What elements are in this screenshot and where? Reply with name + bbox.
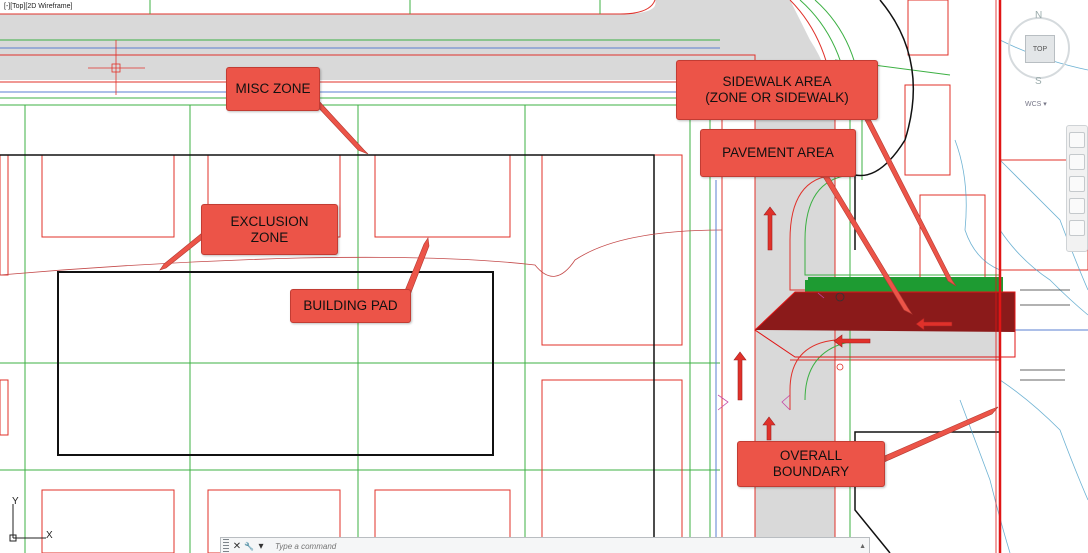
callout-building-pad: BUILDING PAD: [290, 289, 411, 323]
viewcube[interactable]: N TOP S WCS ▾: [1005, 0, 1088, 120]
viewcube-top-face[interactable]: TOP: [1025, 35, 1055, 63]
callout-pavement-area: PAVEMENT AREA: [700, 129, 856, 177]
compass-north[interactable]: N: [1035, 10, 1043, 21]
pavement-highlight: [755, 292, 1015, 332]
viewport-label[interactable]: [-][Top][2D Wireframe]: [2, 3, 75, 10]
callout-overall-boundary: OVERALL BOUNDARY: [737, 441, 885, 487]
ucs-y-label: Y: [12, 496, 19, 507]
callout-label: BUILDING PAD: [303, 298, 398, 313]
close-icon[interactable]: ✕: [232, 540, 242, 552]
callout-label: SIDEWALK AREA (ZONE OR SIDEWALK): [705, 74, 849, 105]
building-outlines: [0, 0, 1000, 553]
crosshair-cursor: [88, 40, 145, 95]
command-input[interactable]: [273, 540, 837, 552]
callout-label: OVERALL BOUNDARY: [772, 448, 850, 479]
callout-misc-zone: MISC ZONE: [226, 67, 320, 111]
viewcube-compass-ring: [1008, 17, 1070, 79]
steering-wheel-icon[interactable]: [1069, 132, 1085, 148]
ucs-icon: Y X: [8, 496, 58, 544]
ucs-x-label: X: [46, 530, 53, 541]
showmotion-icon[interactable]: [1069, 220, 1085, 236]
callout-exclusion-zone: EXCLUSION ZONE: [201, 204, 338, 255]
expand-history-icon[interactable]: ▲: [859, 542, 866, 550]
road-direction-arrows: [733, 206, 953, 441]
wrench-icon[interactable]: 🔧: [244, 541, 254, 551]
grid-lines: [0, 0, 1000, 553]
pan-icon[interactable]: [1069, 154, 1085, 170]
zoom-extents-icon[interactable]: [1069, 176, 1085, 192]
callout-leaders: [159, 99, 999, 464]
callout-sidewalk-area: SIDEWALK AREA (ZONE OR SIDEWALK): [676, 60, 878, 120]
navigation-bar[interactable]: [1066, 125, 1088, 252]
site-symbols: [835, 292, 845, 371]
wcs-menu[interactable]: WCS ▾: [1025, 101, 1047, 108]
callout-label: PAVEMENT AREA: [722, 145, 834, 160]
pavement-highlight-outline: [754, 291, 1016, 358]
callout-label: MISC ZONE: [235, 81, 311, 96]
terrain-line: [0, 229, 723, 277]
orbit-icon[interactable]: [1069, 198, 1085, 214]
recent-commands-icon[interactable]: ▾: [258, 540, 264, 552]
compass-south[interactable]: S: [1035, 76, 1042, 87]
sidewalk-highlight: [804, 277, 1003, 293]
ucs-axes: [9, 504, 46, 542]
command-line[interactable]: ✕ 🔧 ▾ ▲: [220, 537, 870, 553]
callout-label: EXCLUSION ZONE: [230, 213, 309, 245]
drag-handle-icon[interactable]: [223, 539, 229, 553]
